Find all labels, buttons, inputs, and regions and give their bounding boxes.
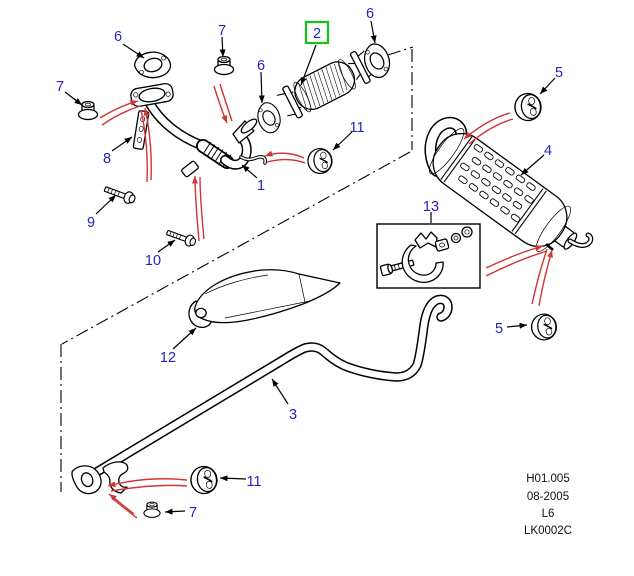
callout-4-silencer[interactable]: 4	[544, 143, 552, 159]
part-6-gasket-top-left	[133, 51, 172, 79]
callout-leader-lines	[64, 20, 556, 515]
part-13-clamp-kit	[376, 223, 481, 289]
tailpipe-flange	[71, 465, 102, 495]
doc-ref-text: H01.005	[526, 473, 569, 485]
callout-7-left[interactable]: 7	[56, 79, 64, 95]
callout-6-middle[interactable]: 6	[257, 58, 265, 74]
callout-11-upper[interactable]: 11	[349, 120, 364, 136]
callout-6-top-right[interactable]: 6	[366, 6, 374, 22]
part-5-mount-lower	[531, 313, 557, 341]
fitting-leader-curves	[99, 83, 553, 519]
part-11-mount-upper	[307, 147, 333, 175]
callout-11-lower[interactable]: 11	[246, 474, 261, 490]
callout-1-front-pipe[interactable]: 1	[257, 178, 265, 194]
callout-13-clamp-kit[interactable]: 13	[423, 199, 439, 215]
part-6-gasket-top-right	[363, 43, 391, 79]
part-7-nut-left	[77, 100, 99, 121]
part-5-mount-upper	[514, 92, 542, 122]
callout-2-catalytic-converter[interactable]: 2	[313, 26, 321, 42]
part-11-mount-lower	[190, 465, 218, 495]
part-3-intermediate-pipe	[71, 294, 453, 495]
selected-callout-highlight-box	[304, 20, 330, 45]
callout-6-top-left[interactable]: 6	[114, 29, 122, 45]
callout-5-upper[interactable]: 5	[555, 65, 563, 81]
part-7-nut-top	[213, 55, 235, 76]
cat-hatching	[298, 62, 348, 111]
callout-10-bolt[interactable]: 10	[145, 253, 161, 269]
callout-labels: 6 7 7 2 6 6 5 4 11 1 8 9 10 13 12 3 5 11…	[56, 6, 563, 521]
part-12-heat-shield	[188, 269, 341, 328]
callout-5-lower[interactable]: 5	[495, 321, 503, 337]
shield-slots	[458, 144, 536, 223]
section-boundary-lines	[60, 46, 414, 492]
callout-7-bottom[interactable]: 7	[189, 505, 197, 521]
clamp-jaw	[414, 231, 438, 249]
callout-8-bracket[interactable]: 8	[103, 151, 111, 167]
callout-7-top[interactable]: 7	[218, 23, 226, 39]
part-6-gasket-middle	[257, 102, 281, 134]
callout-3-intermediate-pipe[interactable]: 3	[289, 407, 297, 423]
part-7-nut-bottom	[143, 501, 161, 518]
shield-bands	[440, 136, 547, 235]
drawing-code-text: LK0002C	[524, 525, 572, 537]
sheet-text: L6	[542, 508, 555, 520]
part-4-rear-silencer	[424, 116, 594, 252]
part-1-front-pipe	[130, 82, 268, 178]
date-text: 08-2005	[527, 491, 569, 503]
part-2-catalytic-converter	[276, 50, 376, 119]
drawing-reference-block: H01.005 08-2005 L6 LK0002C	[524, 473, 572, 537]
part-10-bolt	[166, 230, 197, 247]
clamp-band	[401, 244, 444, 284]
callout-12-heat-shield[interactable]: 12	[160, 350, 176, 366]
part-9-bolt	[103, 186, 136, 204]
callout-9-bolt[interactable]: 9	[87, 215, 95, 231]
downpipe-flange	[130, 82, 174, 108]
